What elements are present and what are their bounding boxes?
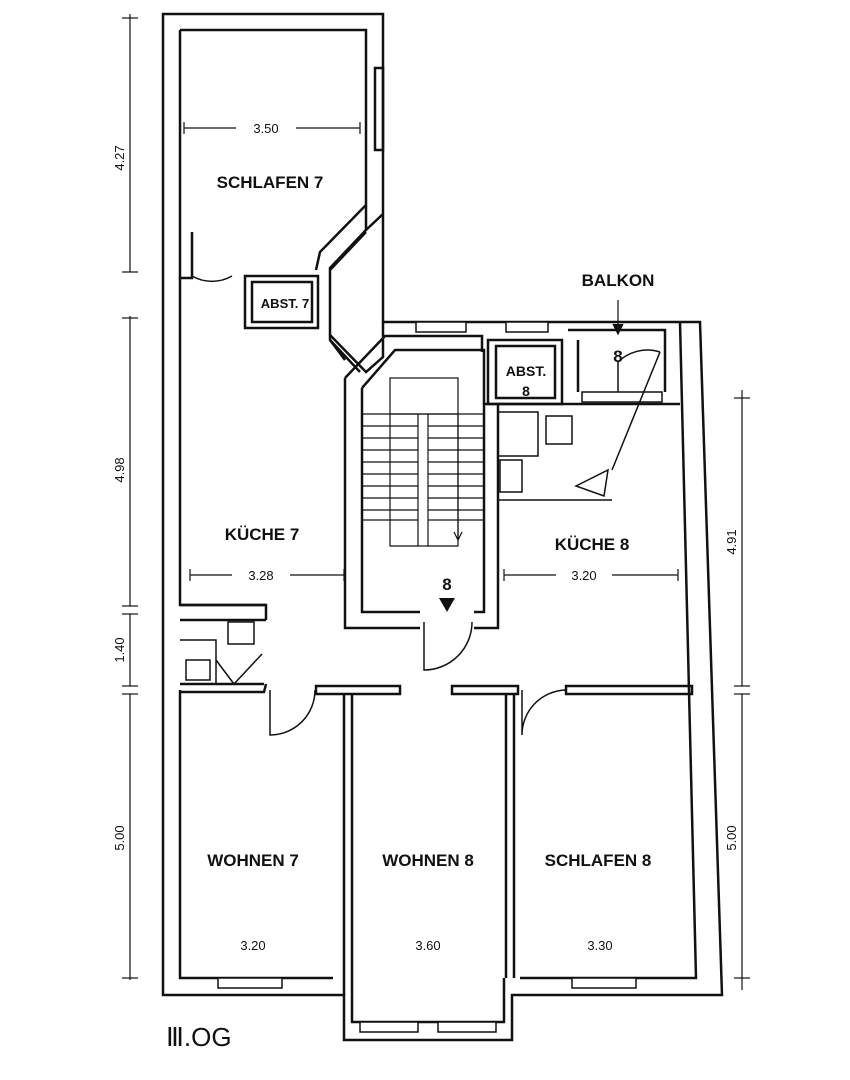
label-balkon: BALKON: [582, 271, 655, 290]
doors: [191, 232, 661, 736]
label-abst-8: ABST.: [506, 363, 546, 379]
bath-sink: [227, 621, 255, 645]
kitchen8-stove: [499, 459, 523, 493]
stair-landing: [389, 377, 459, 415]
dim-schlafen8-width: 3.30: [587, 938, 612, 953]
stair-down-arrow: [439, 598, 455, 612]
label-kueche-8: KÜCHE 8: [555, 535, 630, 554]
dim-kueche7-width: 3.28: [248, 568, 273, 583]
door-stair: [423, 621, 473, 671]
door-balkon: [611, 349, 661, 471]
window-wohnen7: [217, 977, 283, 989]
kitchen8-counter-line: [497, 492, 612, 501]
dim-right-2: 5.00: [724, 825, 739, 850]
dim-left-3: 1.40: [112, 637, 127, 662]
window-abst8: [505, 321, 549, 333]
kitchen8-cabinet: [545, 415, 573, 445]
label-balkon-number: 8: [613, 347, 622, 366]
dim-kueche8-width: 3.20: [571, 568, 596, 583]
window-wohnen8-right: [437, 1021, 497, 1033]
dim-left-4: 5.00: [112, 825, 127, 850]
dim-schlafen7-width: 3.50: [253, 121, 278, 136]
windows: [217, 321, 663, 1033]
door-schlafen8: [521, 689, 567, 736]
dim-left-1: 4.27: [112, 145, 127, 170]
kitchen8-counter: [498, 411, 539, 457]
bath-toilet: [185, 659, 211, 681]
fixtures: [180, 411, 612, 685]
label-wohnen-7: WOHNEN 7: [207, 851, 299, 870]
dim-left-2: 4.98: [112, 457, 127, 482]
label-stair-number: 8: [442, 575, 451, 594]
interior-dimensions: [183, 122, 679, 581]
window-stair: [415, 321, 467, 333]
stair-eye: [417, 413, 429, 547]
label-wohnen-8: WOHNEN 8: [382, 851, 474, 870]
label-abst-7: ABST. 7: [261, 296, 309, 311]
label-abst-8-number: 8: [522, 383, 530, 399]
walls: [161, 12, 724, 1042]
door-wohnen7: [269, 689, 316, 736]
bath-partition: [180, 639, 235, 685]
floor-label: Ⅲ.OG: [166, 1022, 232, 1052]
door-schlafen7: [191, 232, 233, 283]
label-schlafen-8: SCHLAFEN 8: [545, 851, 652, 870]
window-wohnen8-left: [359, 1021, 419, 1033]
window-schlafen8: [571, 977, 637, 989]
kitchen8-door-arrow: [574, 468, 609, 498]
label-schlafen-7: SCHLAFEN 7: [217, 173, 324, 192]
dim-wohnen7-width: 3.20: [240, 938, 265, 953]
window-balkon: [581, 391, 663, 403]
staircase: [362, 377, 484, 547]
door-bath: [233, 653, 263, 685]
exterior-dimensions: [122, 14, 750, 990]
dim-right-1: 4.91: [724, 529, 739, 554]
dim-wohnen8-width: 3.60: [415, 938, 440, 953]
label-kueche-7: KÜCHE 7: [225, 525, 300, 544]
